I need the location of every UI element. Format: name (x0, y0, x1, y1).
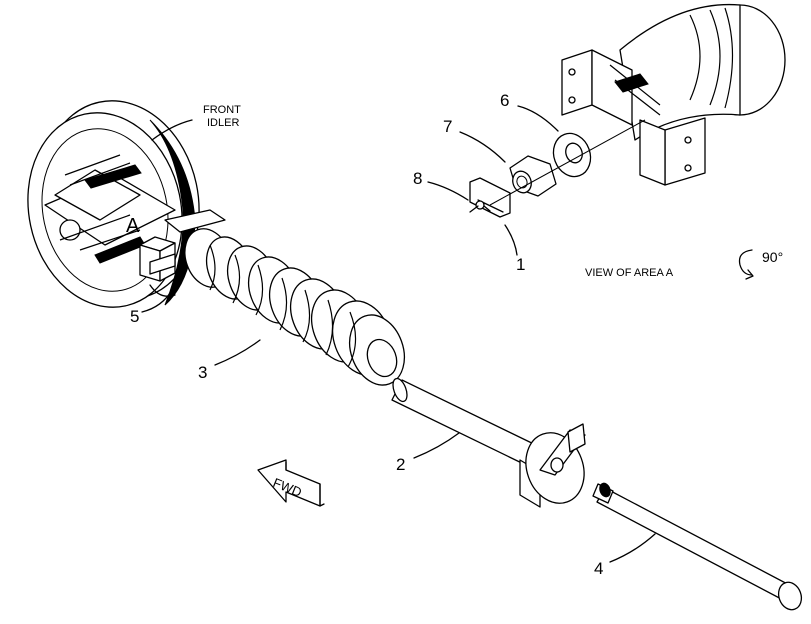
washer (552, 132, 592, 178)
lock-plate (469, 177, 511, 218)
fwd-arrow-icon (257, 459, 325, 507)
long-bolt (592, 482, 803, 611)
view-title: VIEW OF AREA A (585, 267, 674, 279)
recoil-spring (184, 228, 406, 386)
callout-5: 5 (130, 307, 139, 326)
callout-2: 2 (396, 455, 405, 474)
callout-7: 7 (443, 117, 452, 136)
small-bolt (469, 205, 491, 213)
idler-label: IDLER (207, 117, 239, 129)
yoke-block (139, 209, 226, 297)
rotation-label: 90° (762, 249, 783, 265)
area-marker: A (126, 215, 140, 237)
frame-bracket (561, 3, 786, 186)
assembly-axis (489, 119, 646, 206)
leader-lines (141, 105, 656, 563)
front-label: FRONT (203, 104, 241, 116)
callout-6: 6 (500, 91, 509, 110)
recoil-rod (391, 377, 586, 508)
callout-8: 8 (413, 169, 422, 188)
rotation-icon (738, 249, 754, 280)
callout-3: 3 (198, 363, 207, 382)
callout-4: 4 (594, 559, 603, 578)
nut (509, 155, 557, 197)
callout-1: 1 (516, 255, 525, 274)
